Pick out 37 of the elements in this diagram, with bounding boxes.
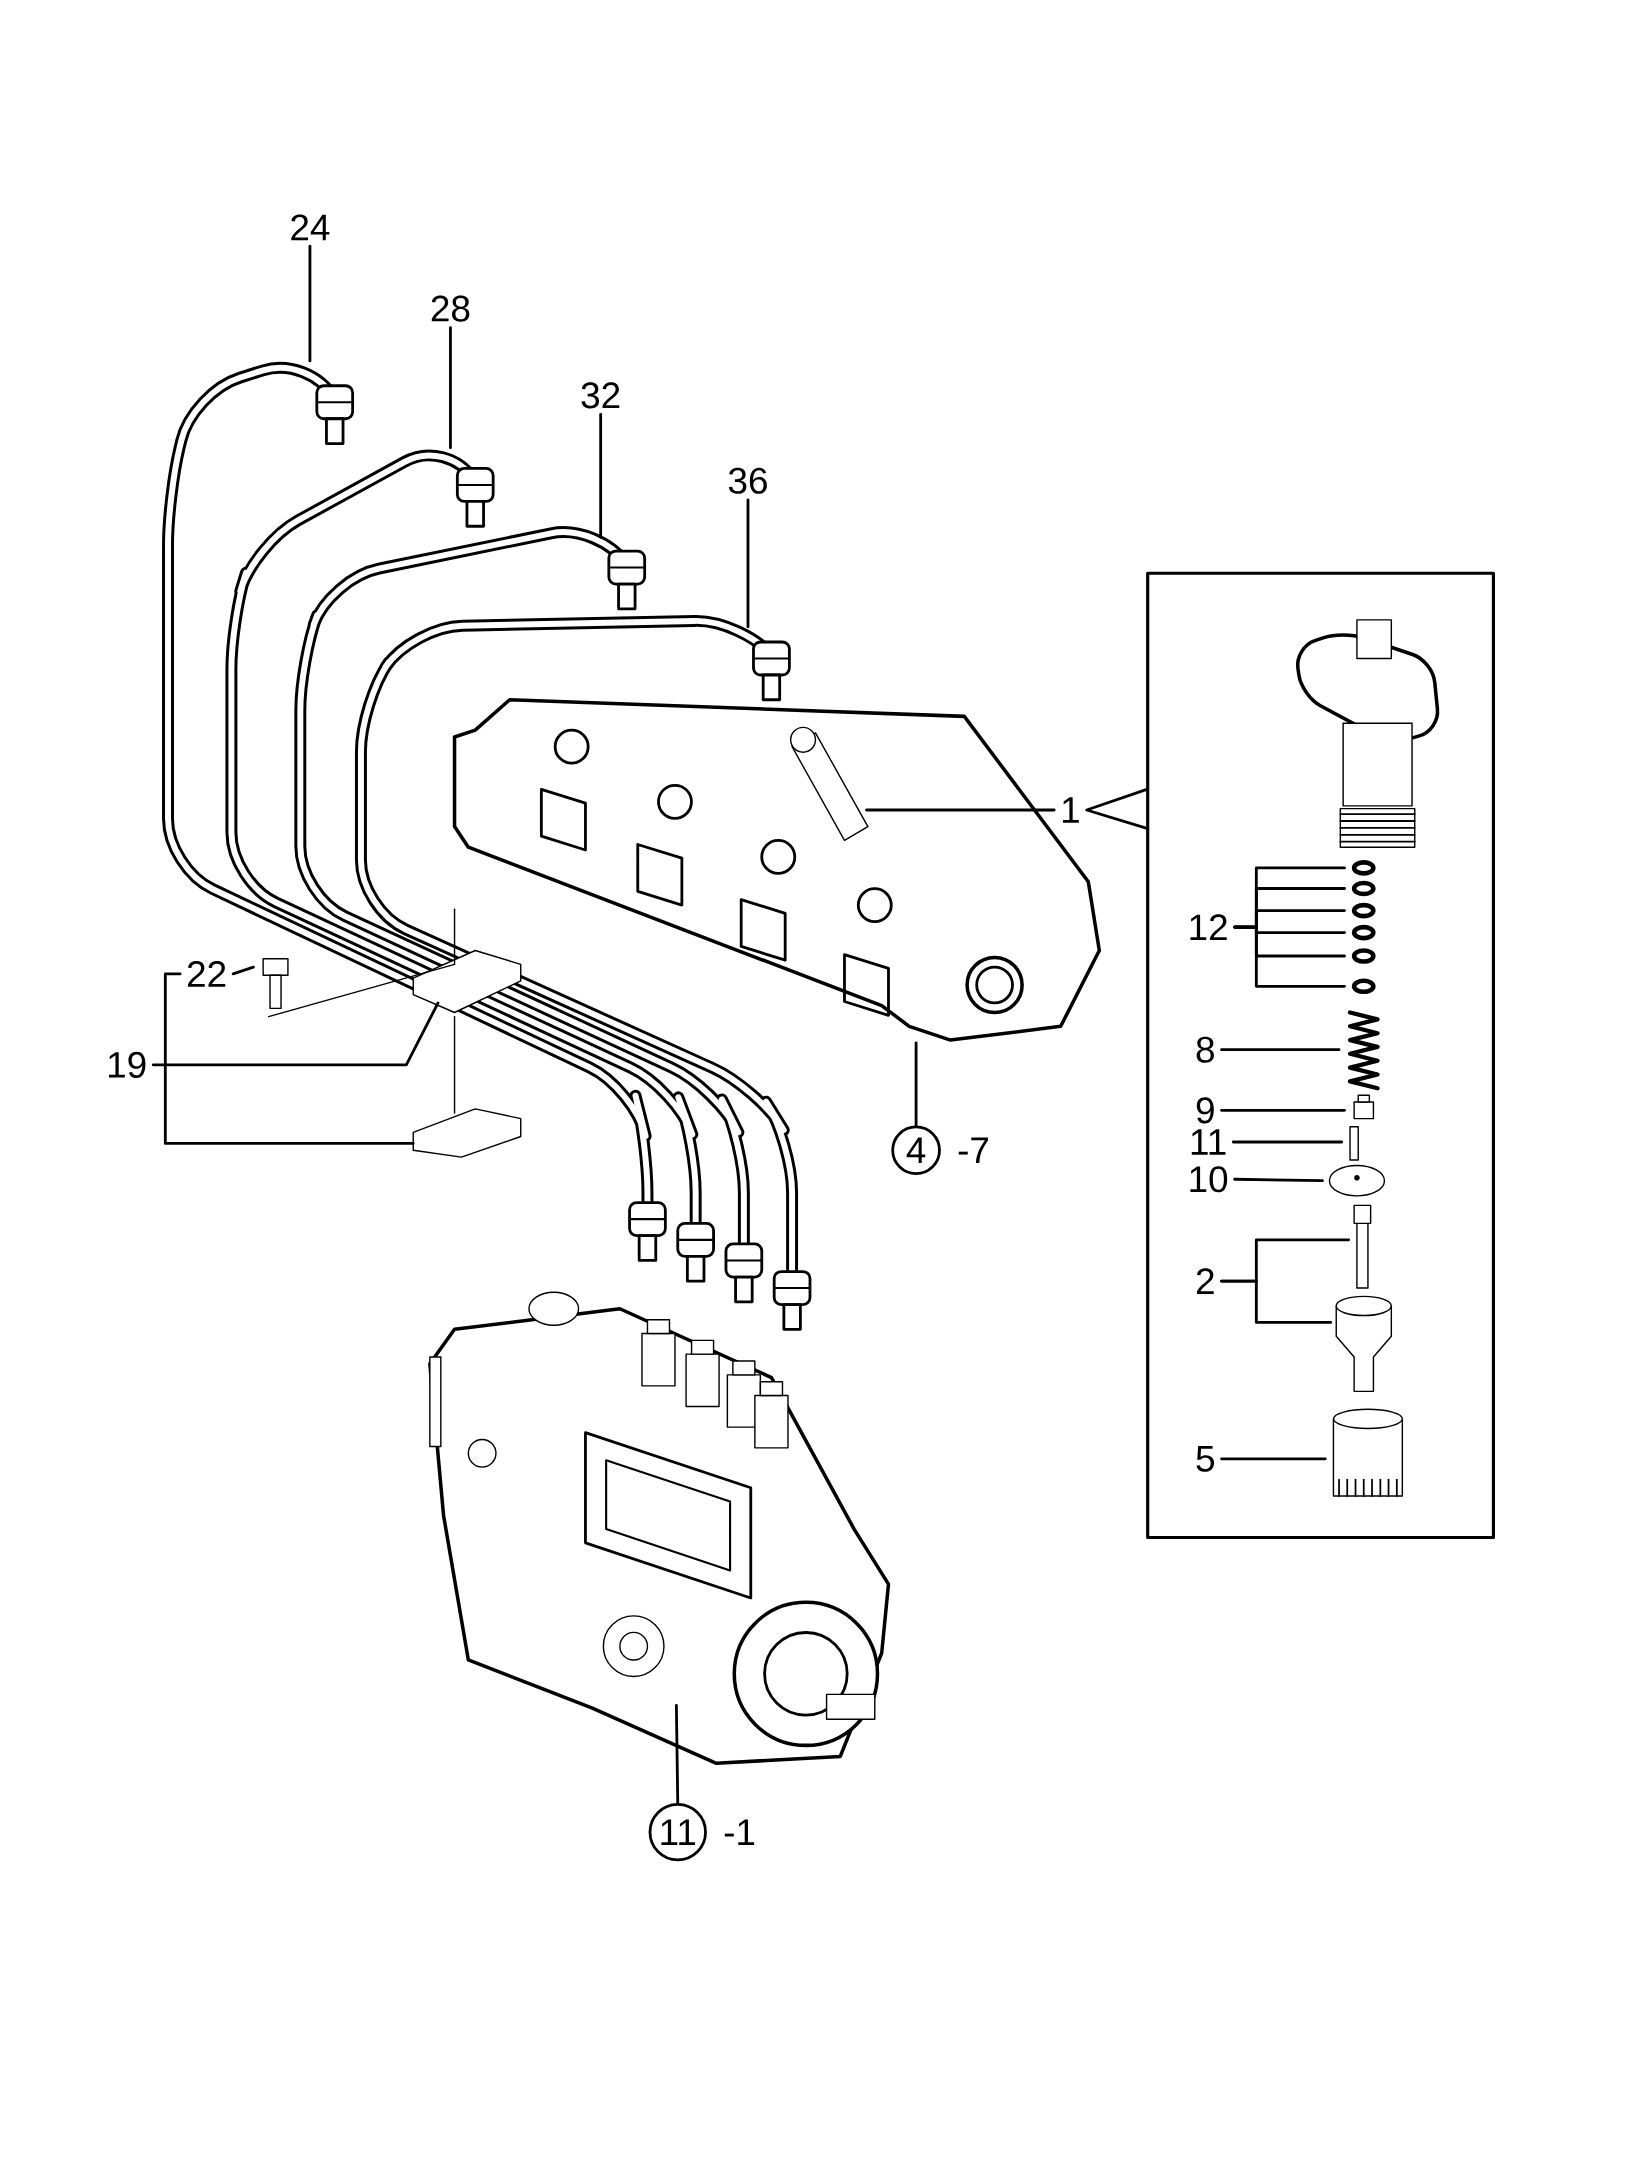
callout-number: 12 [1190, 914, 1227, 940]
leader-line [1085, 788, 1148, 830]
leader-line [914, 1041, 918, 1127]
inset-frame [1146, 571, 1495, 1540]
leader-line [1233, 1177, 1324, 1183]
leader-line [1220, 1279, 1333, 1324]
callout-number: 9 [1196, 1097, 1214, 1124]
leader-line [308, 244, 312, 363]
leader-line [674, 1703, 680, 1805]
leader-line [1231, 1140, 1344, 1144]
circled-callout-number: 4 [891, 1125, 941, 1176]
leader-line [1220, 1108, 1346, 1112]
callout-number: 1 [1062, 797, 1079, 823]
callout-number: 5 [1196, 1446, 1214, 1472]
leader-line [1220, 1048, 1341, 1052]
leader-line [449, 326, 452, 450]
leader-line [1220, 1457, 1327, 1461]
callout-number: 22 [187, 961, 226, 987]
callout-number: 24 [291, 214, 330, 241]
suffix-label: -1 [724, 1819, 755, 1845]
callout-number: 32 [581, 382, 620, 409]
callout-number: 28 [431, 295, 470, 322]
callout-number: 8 [1196, 1036, 1214, 1063]
leader-line [231, 965, 255, 976]
callout-number: 36 [728, 467, 767, 494]
leader-line [865, 808, 1056, 812]
leader-line [163, 972, 415, 1145]
callout-number: 10 [1190, 1166, 1228, 1193]
leader-line [151, 1001, 440, 1067]
leader-line [746, 498, 750, 629]
leader-line [1233, 925, 1346, 988]
callout-number: 19 [108, 1051, 146, 1078]
suffix-label: -7 [958, 1137, 988, 1163]
callout-number: 11 [1191, 1129, 1226, 1155]
leader-line [599, 413, 602, 539]
callout-number: 2 [1196, 1268, 1214, 1294]
circled-callout-number: 11 [648, 1803, 707, 1862]
